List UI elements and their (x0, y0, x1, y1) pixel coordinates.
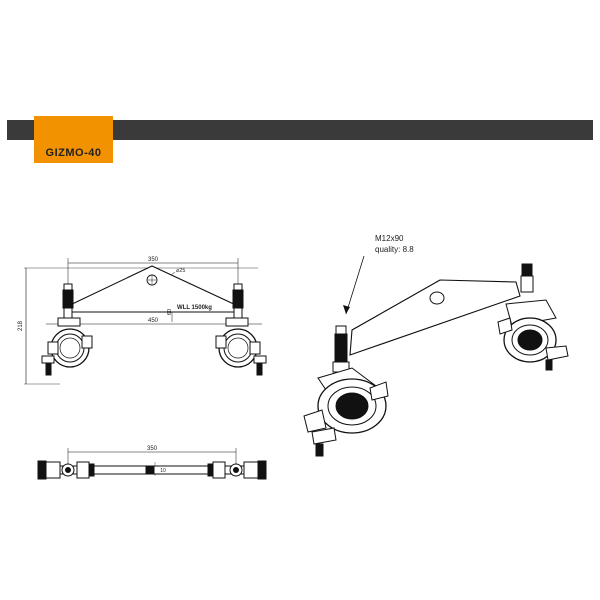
dim-hole-dia: ⌀25 (176, 268, 185, 274)
wll-label: WLL 1500kg (177, 305, 212, 311)
dim-top-width: 350 (147, 446, 158, 452)
front-view (24, 258, 267, 385)
dim-hole-offset: 60 (167, 309, 173, 315)
dim-width-bottom: 450 (148, 318, 159, 324)
front-clamp-icon (303, 325, 389, 457)
top-view (37, 448, 267, 480)
dim-height-total: 218 (18, 320, 24, 331)
bolt-icon (332, 325, 350, 373)
header-bar (7, 120, 593, 140)
dim-width-top: 350 (148, 257, 159, 263)
product-code: GIZMO-40 (45, 147, 102, 159)
rear-clamp-icon (497, 263, 569, 371)
bolt-quality-label: quality: 8.8 (375, 245, 414, 254)
bolt-size-label: M12x90 (375, 234, 404, 243)
iso-view (303, 255, 569, 457)
right-clamp-icon (215, 283, 267, 376)
left-clamp-icon (41, 283, 93, 376)
dim-plate-thickness: 10 (160, 468, 166, 474)
product-tag (34, 116, 113, 163)
